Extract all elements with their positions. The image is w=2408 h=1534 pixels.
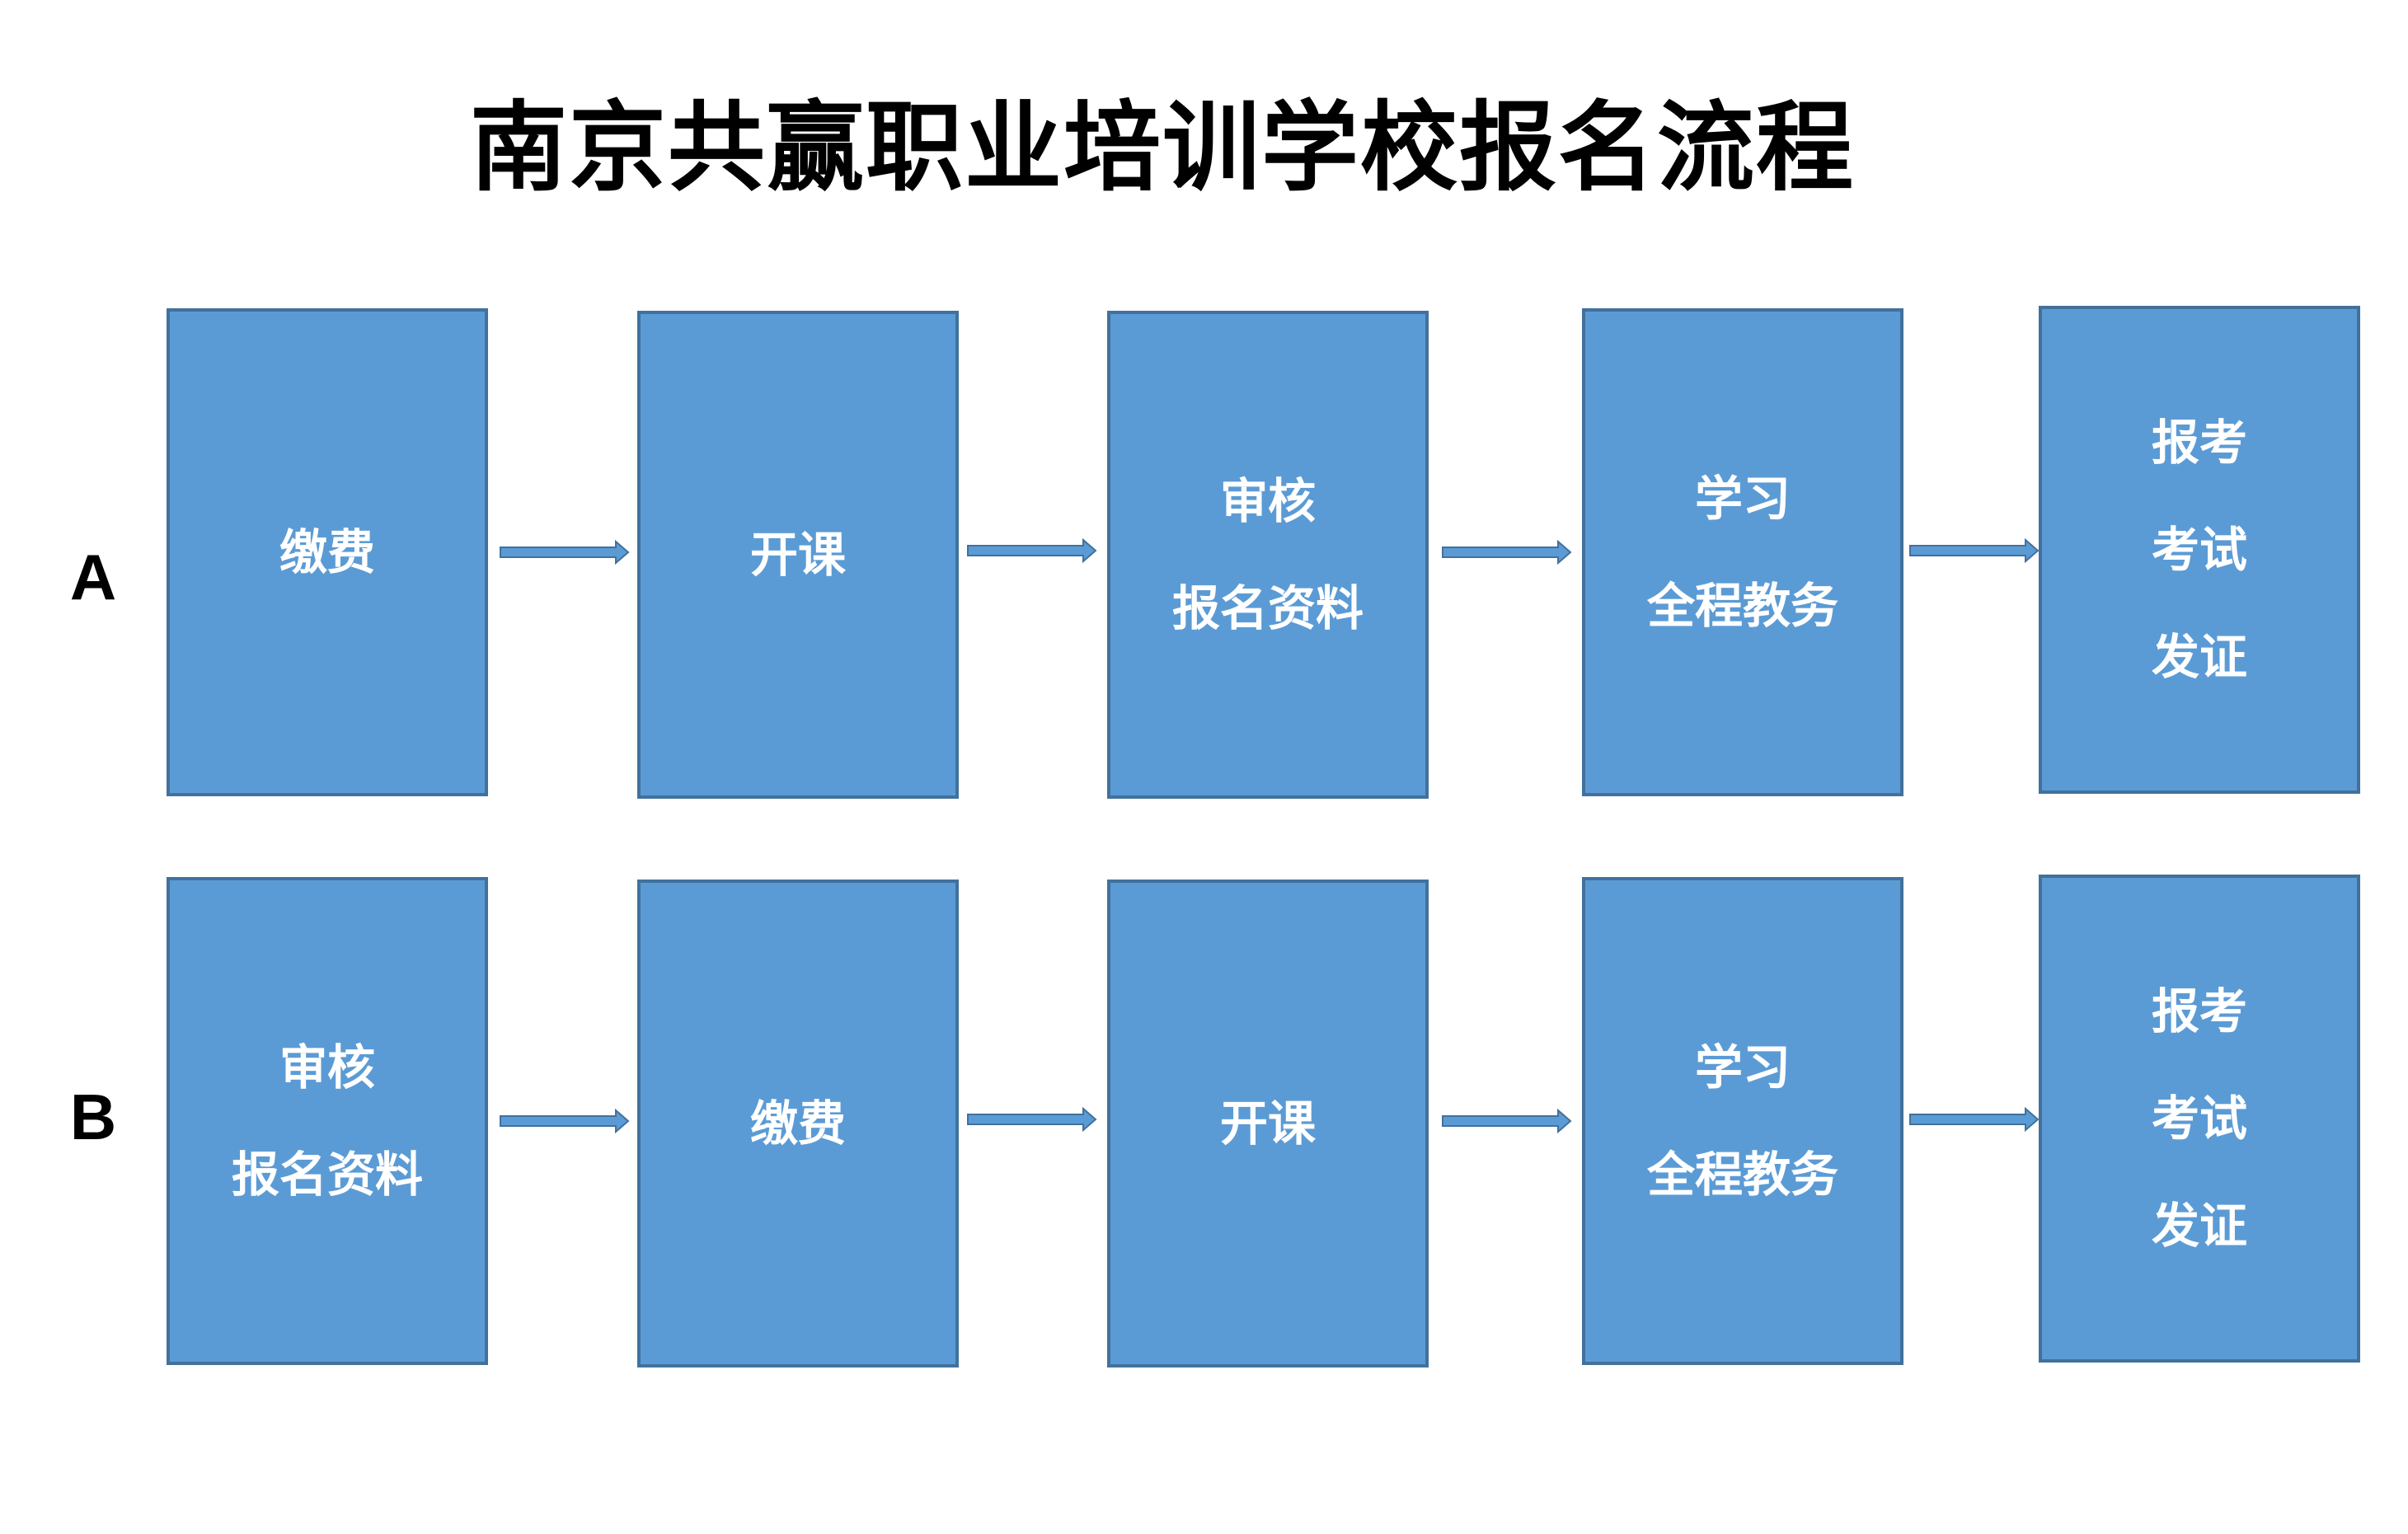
row-a-step-1-pay: 缴费 xyxy=(167,308,488,796)
arrow-right-icon xyxy=(967,538,1097,563)
step-text: 报考 xyxy=(2151,983,2247,1039)
row-b-step-4-study: 学习 全程教务 xyxy=(1582,877,1903,1365)
step-text: 审核 xyxy=(279,1039,375,1095)
step-text: 发证 xyxy=(2151,629,2247,685)
arrow-right-icon xyxy=(1442,540,1572,565)
arrow-right-icon xyxy=(1909,1107,2040,1132)
arrow-right-icon xyxy=(967,1107,1097,1132)
step-text: 缴费 xyxy=(749,1095,846,1152)
arrow-right-icon xyxy=(500,1109,630,1133)
row-b-step-2-pay: 缴费 xyxy=(637,880,959,1367)
row-a-step-5-exam: 报考 考试 发证 xyxy=(2039,306,2360,794)
row-b-step-5-exam: 报考 考试 发证 xyxy=(2039,875,2360,1363)
step-text: 缴费 xyxy=(279,524,375,580)
step-text: 报名资料 xyxy=(1171,580,1364,636)
row-label-a: A xyxy=(69,541,117,613)
step-text: 发证 xyxy=(2151,1198,2247,1254)
arrow-right-icon xyxy=(1909,538,2040,563)
step-text: 考试 xyxy=(2151,522,2247,578)
step-text: 审核 xyxy=(1219,473,1316,529)
step-text: 学习 xyxy=(1694,1039,1791,1095)
row-a-step-2-class-start: 开课 xyxy=(637,311,959,799)
step-text: 全程教务 xyxy=(1646,578,1838,634)
step-text: 开课 xyxy=(749,527,846,583)
step-text: 报名资料 xyxy=(231,1147,423,1203)
step-text: 考试 xyxy=(2151,1091,2247,1147)
row-b-step-1-review: 审核 报名资料 xyxy=(167,877,488,1365)
row-label-b: B xyxy=(69,1081,117,1153)
row-a-step-3-review: 审核 报名资料 xyxy=(1107,311,1429,799)
step-text: 开课 xyxy=(1219,1095,1316,1152)
step-text: 全程教务 xyxy=(1646,1147,1838,1203)
arrow-right-icon xyxy=(500,540,630,565)
page-title: 南京共赢职业培训学校报名流程 xyxy=(469,91,1855,204)
arrow-right-icon xyxy=(1442,1109,1572,1133)
step-text: 报考 xyxy=(2151,415,2247,471)
step-text: 学习 xyxy=(1694,471,1791,527)
row-a-step-4-study: 学习 全程教务 xyxy=(1582,308,1903,796)
row-b-step-3-class-start: 开课 xyxy=(1107,880,1429,1367)
